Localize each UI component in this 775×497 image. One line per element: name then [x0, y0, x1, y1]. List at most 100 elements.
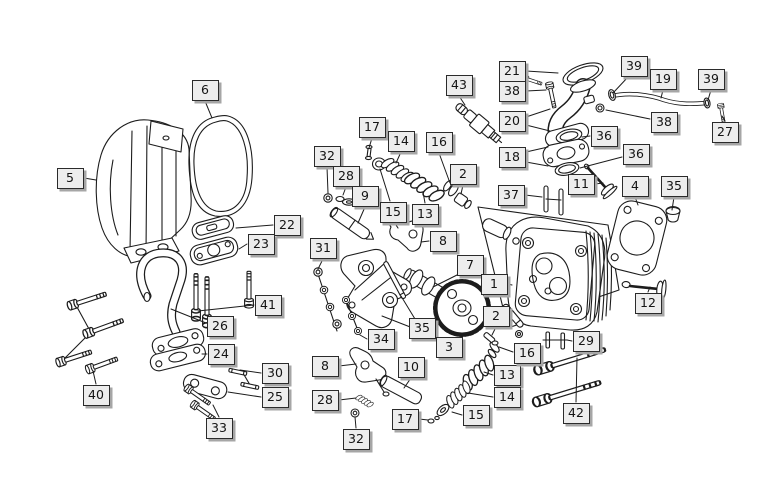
part-clamp-39b: [703, 97, 711, 109]
leader-line-14: [467, 392, 494, 398]
callout-6: 6: [191, 79, 219, 101]
leader-line-2: [491, 326, 497, 336]
callout-24: 24: [207, 343, 235, 365]
callout-1: 1: [480, 273, 508, 295]
leader-line-38: [605, 109, 651, 120]
leader-line-32: [326, 166, 329, 194]
callout-35: 35: [408, 317, 436, 339]
callout-14: 14: [493, 386, 521, 408]
part-head-gasket: [606, 200, 668, 276]
callout-22: 22: [273, 214, 301, 236]
leader-line-30: [239, 369, 262, 374]
leader-line-2: [460, 184, 464, 195]
callout-32: 32: [313, 145, 341, 167]
callout-20: 20: [498, 110, 526, 132]
leader-line-7: [432, 273, 460, 288]
callout-4: 4: [621, 175, 649, 197]
part-pin-35a: [383, 261, 407, 300]
leader-line-25: [227, 391, 262, 398]
leader-line-18: [525, 146, 549, 153]
part-cover-gasket: [188, 115, 253, 217]
leader-line-26: [170, 308, 207, 324]
callout-19: 19: [649, 68, 677, 90]
leader-line-33: [212, 404, 220, 418]
callout-25: 25: [261, 386, 289, 408]
callout-33: 33: [205, 417, 233, 439]
leader-line-15: [379, 168, 391, 202]
leader-line-17: [418, 418, 429, 421]
leader-line-19: [660, 89, 664, 99]
callout-12: 12: [634, 292, 662, 314]
callout-16: 16: [425, 131, 453, 153]
part-cover-plate: [191, 215, 235, 240]
callout-17: 17: [391, 408, 419, 430]
leader-line-34: [359, 334, 368, 340]
part-studs-37: [543, 185, 564, 216]
callout-27: 27: [711, 121, 739, 143]
leader-line-1: [507, 283, 513, 286]
part-manifold-body: [544, 78, 605, 148]
callout-2: 2: [482, 305, 510, 327]
callout-9: 9: [351, 185, 379, 207]
leader-line-38: [525, 89, 547, 92]
part-nuts-31: [313, 267, 342, 332]
part-hose-19: [609, 91, 709, 107]
callout-34: 34: [367, 328, 395, 350]
part-studs-29: [542, 331, 568, 350]
leader-line-28: [338, 397, 357, 401]
callout-37: 37: [497, 184, 525, 206]
leader-line-13: [422, 191, 426, 204]
part-rocker-arm-8b: [349, 347, 390, 397]
callout-32: 32: [342, 428, 370, 450]
part-rocker-shaft: [329, 206, 375, 240]
callout-28: 28: [332, 165, 360, 187]
part-shaft-10: [379, 374, 423, 405]
leader-line-5: [83, 177, 97, 181]
leader-line-20: [525, 108, 551, 118]
leader-line-22: [235, 224, 274, 229]
leader-line-18: [525, 161, 549, 167]
leader-line-39: [707, 89, 712, 101]
part-cap-35b: [665, 205, 681, 223]
callout-21: 21: [498, 60, 526, 82]
callout-31: 31: [309, 237, 337, 259]
callout-17: 17: [358, 116, 386, 138]
callout-38: 38: [650, 111, 678, 133]
callout-36: 36: [622, 143, 650, 165]
callout-41: 41: [254, 294, 282, 316]
leader-line-14: [395, 151, 402, 164]
part-adjuster-2b: [483, 332, 499, 346]
callout-13: 13: [411, 203, 439, 225]
leader-line-21: [525, 70, 559, 74]
leader-line-43: [458, 95, 466, 106]
leader-line-42: [575, 357, 578, 403]
leader-line-37: [524, 194, 543, 198]
leader-line-29: [566, 339, 573, 342]
leader-line-17: [368, 137, 373, 149]
callout-42: 42: [562, 402, 590, 424]
callout-43: 43: [445, 74, 473, 96]
part-camshaft: [403, 268, 491, 337]
callout-8: 8: [311, 355, 339, 377]
part-bracket-pipe: [136, 248, 205, 356]
callout-26: 26: [206, 315, 234, 337]
part-seat-15b: [436, 403, 450, 417]
callout-23: 23: [247, 233, 275, 255]
callout-14: 14: [387, 130, 415, 152]
callout-11: 11: [567, 173, 595, 195]
leader-line-41: [197, 304, 255, 312]
leader-line-23: [238, 243, 248, 250]
leader-line-15: [451, 411, 463, 416]
part-plate-25: [182, 373, 228, 400]
part-spacer-plate: [189, 236, 239, 266]
leader-line-32: [354, 416, 357, 429]
callout-39: 39: [697, 68, 725, 90]
leader-line-27: [721, 115, 726, 122]
callout-18: 18: [498, 146, 526, 168]
leader-line-6: [204, 100, 213, 119]
part-washers-34: [341, 295, 363, 336]
leader-line-12: [647, 286, 651, 293]
leader-line-28: [342, 186, 347, 196]
